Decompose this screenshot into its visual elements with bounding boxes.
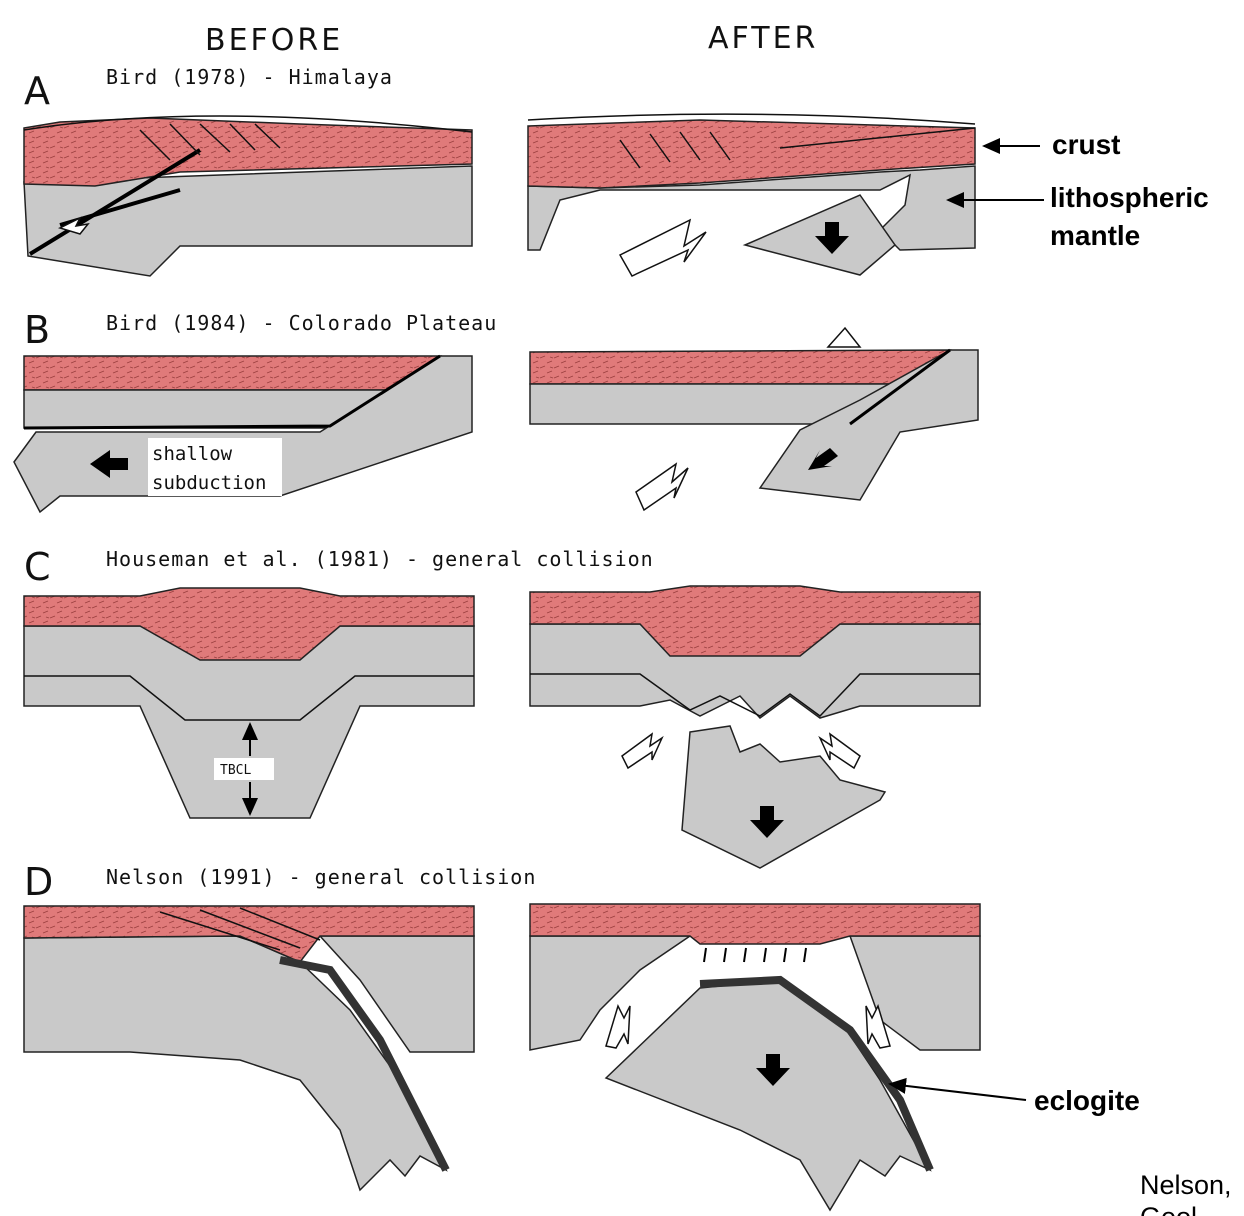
source-line-2: Geol <box>1140 1202 1197 1216</box>
panel-c-after <box>529 585 981 869</box>
panel-b-citation: Bird (1984) - Colorado Plateau <box>106 311 497 335</box>
subduction-label: subduction <box>152 472 266 494</box>
panel-c-citation: Houseman et al. (1981) - general collisi… <box>106 547 654 571</box>
label-eclogite: eclogite <box>1034 1085 1140 1116</box>
label-lithospheric: lithospheric <box>1050 182 1209 213</box>
panel-b-after <box>529 326 979 512</box>
panel-a-citation: Bird (1978) - Himalaya <box>106 65 393 89</box>
panel-d-citation: Nelson (1991) - general collision <box>106 865 536 889</box>
source-line-1: Nelson, <box>1140 1170 1232 1200</box>
panel-a-before <box>23 115 473 277</box>
panel-letter-c: C <box>24 545 51 589</box>
panel-letter-d: D <box>24 860 53 904</box>
panel-a-after <box>527 113 976 277</box>
header-after: AFTER <box>708 21 818 56</box>
label-mantle: mantle <box>1050 220 1140 251</box>
shallow-label: shallow <box>152 443 233 465</box>
tbcl-label: TBCL <box>220 763 251 778</box>
panel-d-before <box>23 905 475 1192</box>
panel-d-after <box>529 903 981 1212</box>
label-crust: crust <box>1052 129 1120 160</box>
panel-c-before: TBCL <box>23 587 475 819</box>
panel-b-before: shallow subduction <box>13 354 473 514</box>
panel-letter-a: A <box>24 69 50 113</box>
header-before: BEFORE <box>205 23 343 58</box>
panel-letter-b: B <box>24 308 50 352</box>
